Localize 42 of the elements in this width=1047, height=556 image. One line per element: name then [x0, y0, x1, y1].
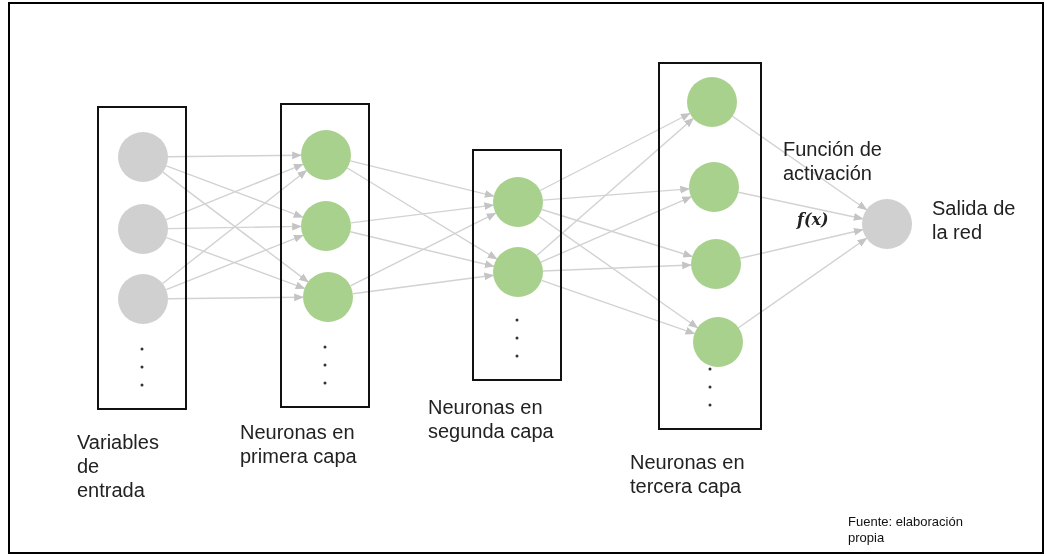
- arrow: [540, 196, 692, 263]
- neuron-circle: [689, 162, 739, 212]
- arrow: [540, 279, 696, 335]
- arrow: [731, 115, 868, 211]
- function-label: f(x): [797, 209, 830, 231]
- arrow: [349, 212, 497, 287]
- neuron-circle: [493, 177, 543, 227]
- arrow: [349, 231, 495, 268]
- arrow: [349, 160, 495, 198]
- arrow: [737, 191, 864, 221]
- arrow: [167, 293, 304, 302]
- neuron-circle: [303, 272, 353, 322]
- arrow: [537, 215, 699, 329]
- layer-heading: Neuronas en segunda capa: [428, 395, 555, 443]
- arrow: [737, 237, 868, 329]
- annotation-text: Función de activación: [783, 137, 883, 185]
- arrow: [536, 117, 694, 257]
- neuron-circle: [118, 204, 168, 254]
- arrow: [539, 112, 691, 192]
- caption: Fuente: elaboración propia: [848, 514, 964, 546]
- arrow: [542, 185, 691, 201]
- neuron-circle: [493, 247, 543, 297]
- arrow: [167, 151, 302, 160]
- neuron-circle: [301, 201, 351, 251]
- arrow: [739, 227, 864, 259]
- neuron-circle: [691, 239, 741, 289]
- neuron-circle: [693, 317, 743, 367]
- output-caption: Salida de la red: [932, 196, 1017, 244]
- layer-heading: Neuronas en tercera capa: [630, 450, 746, 498]
- layer-heading: Variables de entrada: [77, 430, 160, 502]
- neuron-circle: [118, 274, 168, 324]
- layer-heading: Neuronas en primera capa: [240, 420, 358, 468]
- arrow: [346, 167, 498, 260]
- arrow: [352, 272, 495, 295]
- neuron-circle: [118, 132, 168, 182]
- arrow: [350, 202, 495, 224]
- arrow: [542, 261, 692, 272]
- arrow: [541, 208, 694, 258]
- neuron-circle: [862, 199, 912, 249]
- arrow: [167, 222, 302, 231]
- neuron-circle: [687, 77, 737, 127]
- neuron-circle: [301, 130, 351, 180]
